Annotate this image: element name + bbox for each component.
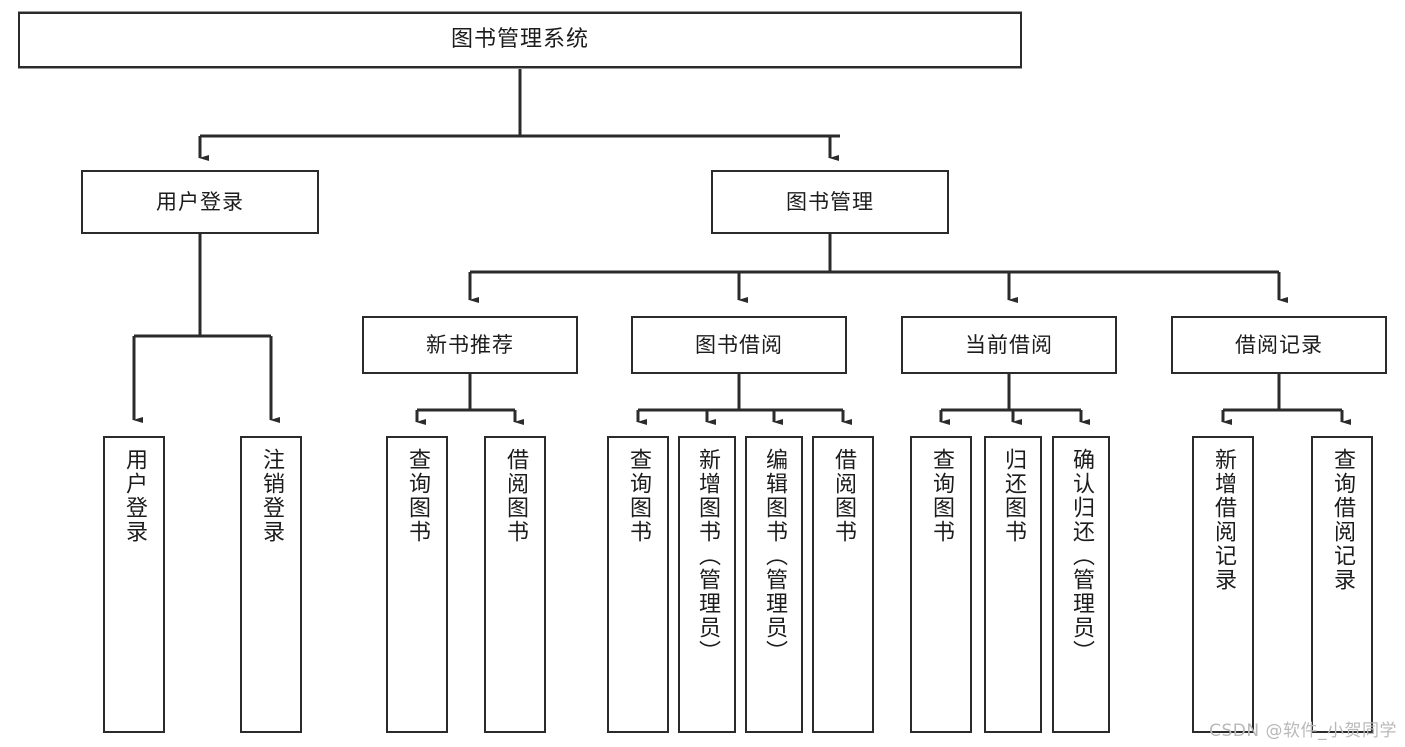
node-leaf-user-logout-label: 注销登录 [259, 448, 284, 544]
node-leaf-borrow-add[interactable]: 新增图书（管理员） [678, 436, 736, 733]
node-new-book-rec[interactable]: 新书推荐 [362, 316, 578, 374]
node-leaf-rec-borrow-label: 借阅图书 [503, 448, 528, 544]
node-leaf-rec-add-label: 新增借阅记录 [1211, 448, 1236, 592]
node-leaf-cur-return[interactable]: 归还图书 [984, 436, 1042, 733]
node-leaf-rec-query-label: 查询图书 [405, 448, 430, 544]
node-leaf-cur-return-label: 归还图书 [1001, 448, 1026, 544]
node-leaf-rec-borrow[interactable]: 借阅图书 [484, 436, 546, 733]
node-new-book-rec-label: 新书推荐 [426, 332, 514, 357]
node-book-borrow[interactable]: 图书借阅 [631, 316, 847, 374]
watermark: CSDN @软件_小贺同学 [1209, 721, 1397, 741]
node-leaf-user-login-label: 用户登录 [122, 448, 147, 544]
node-user-login[interactable]: 用户登录 [81, 170, 319, 234]
node-leaf-borrow-do-label: 借阅图书 [831, 448, 856, 544]
node-leaf-borrow-do[interactable]: 借阅图书 [812, 436, 874, 733]
node-leaf-cur-query[interactable]: 查询图书 [910, 436, 972, 733]
node-leaf-rec-add[interactable]: 新增借阅记录 [1192, 436, 1254, 733]
node-leaf-rec-query[interactable]: 查询图书 [386, 436, 448, 733]
node-leaf-cur-query-label: 查询图书 [929, 448, 954, 544]
node-leaf-cur-confirm-label: 确认归还（管理员） [1069, 448, 1094, 664]
node-leaf-borrow-query-label: 查询图书 [626, 448, 651, 544]
node-root[interactable]: 图书管理系统 [18, 12, 1022, 68]
node-leaf-borrow-edit[interactable]: 编辑图书（管理员） [745, 436, 803, 733]
node-book-manage-label: 图书管理 [786, 189, 874, 214]
node-leaf-user-login[interactable]: 用户登录 [103, 436, 165, 733]
node-borrow-record[interactable]: 借阅记录 [1171, 316, 1387, 374]
node-leaf-borrow-query[interactable]: 查询图书 [607, 436, 669, 733]
node-current-borrow[interactable]: 当前借阅 [901, 316, 1117, 374]
node-current-borrow-label: 当前借阅 [965, 332, 1053, 357]
node-book-manage[interactable]: 图书管理 [711, 170, 949, 234]
node-leaf-borrow-edit-label: 编辑图书（管理员） [762, 448, 787, 664]
node-leaf-rec-search-label: 查询借阅记录 [1330, 448, 1355, 592]
node-book-borrow-label: 图书借阅 [695, 332, 783, 357]
node-leaf-cur-confirm[interactable]: 确认归还（管理员） [1052, 436, 1110, 733]
node-user-login-label: 用户登录 [156, 189, 244, 214]
node-root-label: 图书管理系统 [450, 27, 589, 53]
node-leaf-rec-search[interactable]: 查询借阅记录 [1311, 436, 1373, 733]
node-leaf-borrow-add-label: 新增图书（管理员） [695, 448, 720, 664]
node-leaf-user-logout[interactable]: 注销登录 [240, 436, 302, 733]
node-borrow-record-label: 借阅记录 [1235, 332, 1323, 357]
